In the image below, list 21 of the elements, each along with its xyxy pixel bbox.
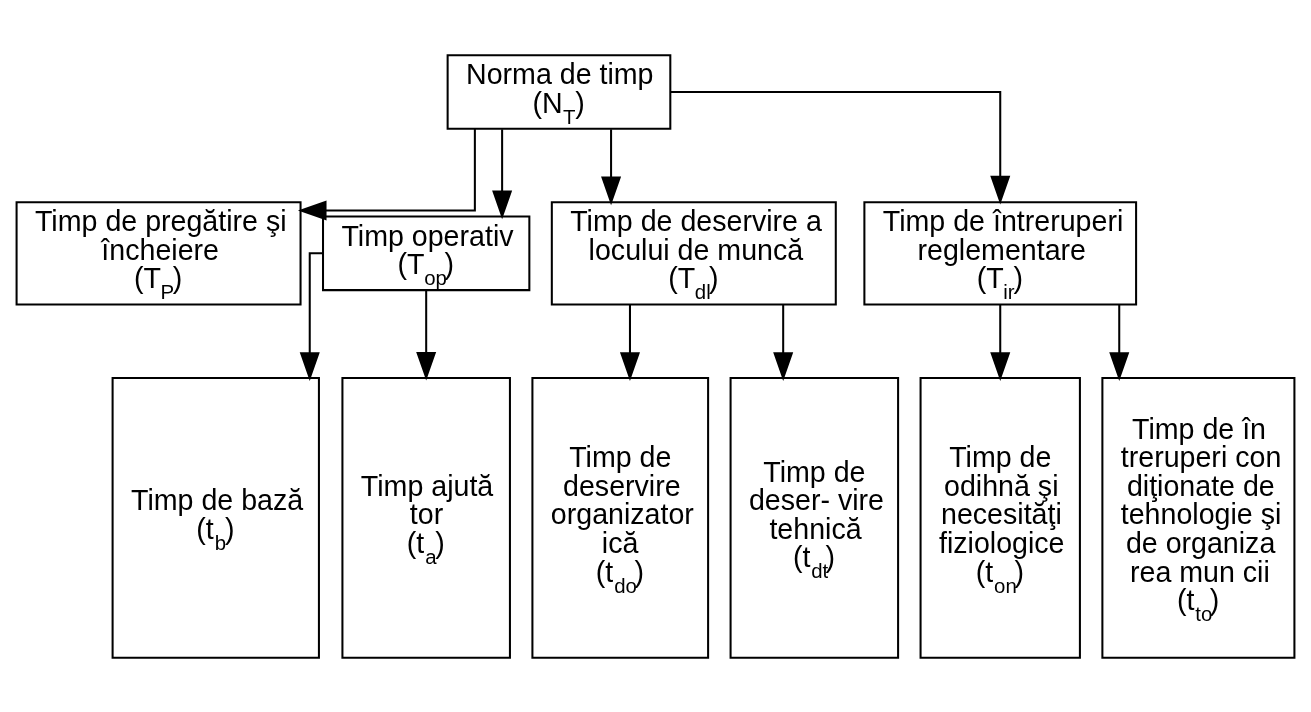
node-box: Norma de timp (N$_{T}$) [446,53,672,130]
node-box: Timp operativ (T$_{op}$) [322,215,531,291]
node-box: Timp de în treruperi con diţionate de tehnologie şi de organiza rea mun cii (t$_{to}$) [1101,376,1296,659]
arrow [299,251,323,381]
arrow [492,128,513,219]
arrow [773,304,794,381]
node-box: Timp ajută tor (t$_{a}$) [341,376,511,659]
arrow [601,128,622,205]
node-box: Timp de întreruperi reglementare (T$_{ir}$) [863,200,1138,305]
arrow [670,90,1011,204]
arrow [990,304,1011,381]
arrow [1109,304,1130,381]
arrow [416,289,437,381]
node-box: Timp de deser- vire tehnică (t$_{dt}$) [729,376,900,659]
node-box: Timp de deservire organizator ică (t$_{do}$) [531,376,710,659]
node-box: Timp de deservire a locului de muncă (T$_{dl}$) [550,200,837,305]
arrow [619,304,640,381]
node-box: Timp de odihnă şi necesităţi fiziologice (t$_{on}$) [919,376,1081,659]
node-box: Timp de pregătire şi încheiere (T$_{P}$) [15,200,302,305]
arrow [297,128,476,220]
node-box: Timp de bază (t$_{b}$) [111,376,320,659]
